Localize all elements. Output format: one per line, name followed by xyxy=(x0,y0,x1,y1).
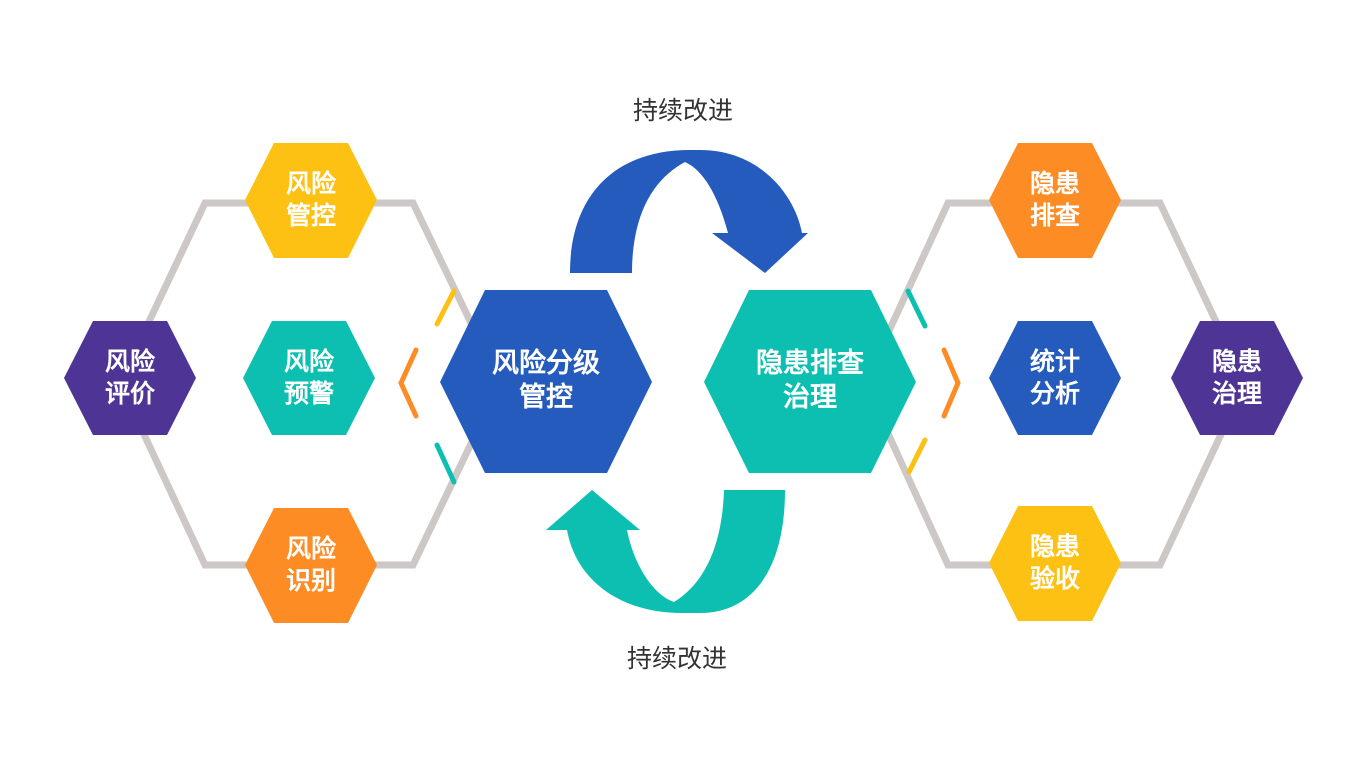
hex-hazard-acceptance: 隐患 验收 xyxy=(989,506,1121,621)
bottom-continuous-improvement-label: 持续改进 xyxy=(627,644,727,673)
hex-risk-warning: 风险 预警 xyxy=(243,321,375,435)
center-hex-hazard-governance: 隐患排查 治理 xyxy=(704,290,916,473)
hex-label: 风险 xyxy=(286,169,337,198)
hex-label: 排查 xyxy=(1030,201,1080,230)
right-chevron-icon xyxy=(905,288,961,475)
hex-label: 隐患排查 xyxy=(756,348,864,379)
hex-label: 隐患 xyxy=(1030,169,1080,198)
hex-label: 风险分级 xyxy=(492,347,600,379)
hex-label: 管控 xyxy=(286,201,336,230)
hex-label: 验收 xyxy=(1030,564,1080,593)
hex-label: 预警 xyxy=(284,379,334,408)
center-hex-risk-control: 风险分级 管控 xyxy=(440,290,652,473)
hex-label: 风险 xyxy=(105,347,156,376)
bottom-cycle-arrow xyxy=(546,490,785,613)
hex-hazard-inspection: 隐患 排查 xyxy=(989,143,1121,258)
hex-label: 统计 xyxy=(1030,347,1080,376)
hex-label: 识别 xyxy=(286,566,336,595)
hex-label: 分析 xyxy=(1030,379,1080,408)
hex-risk-evaluation: 风险 评价 xyxy=(64,321,196,435)
left-chevron-icon xyxy=(398,288,457,485)
hex-label: 风险 xyxy=(286,534,337,563)
top-continuous-improvement-label: 持续改进 xyxy=(633,96,733,125)
hex-label: 治理 xyxy=(1212,379,1262,408)
hex-label: 隐患 xyxy=(1212,347,1262,376)
hex-risk-identification: 风险 识别 xyxy=(245,508,377,623)
hex-label: 风险 xyxy=(284,347,335,376)
hex-hazard-governance: 隐患 治理 xyxy=(1171,321,1303,435)
hex-statistics-analysis: 统计 分析 xyxy=(989,321,1121,435)
hex-label: 治理 xyxy=(783,382,837,413)
top-cycle-arrow xyxy=(570,150,808,273)
hex-label: 隐患 xyxy=(1030,532,1080,561)
hex-risk-control: 风险 管控 xyxy=(245,143,377,258)
hex-label: 管控 xyxy=(519,382,573,413)
hex-label: 评价 xyxy=(105,379,156,408)
